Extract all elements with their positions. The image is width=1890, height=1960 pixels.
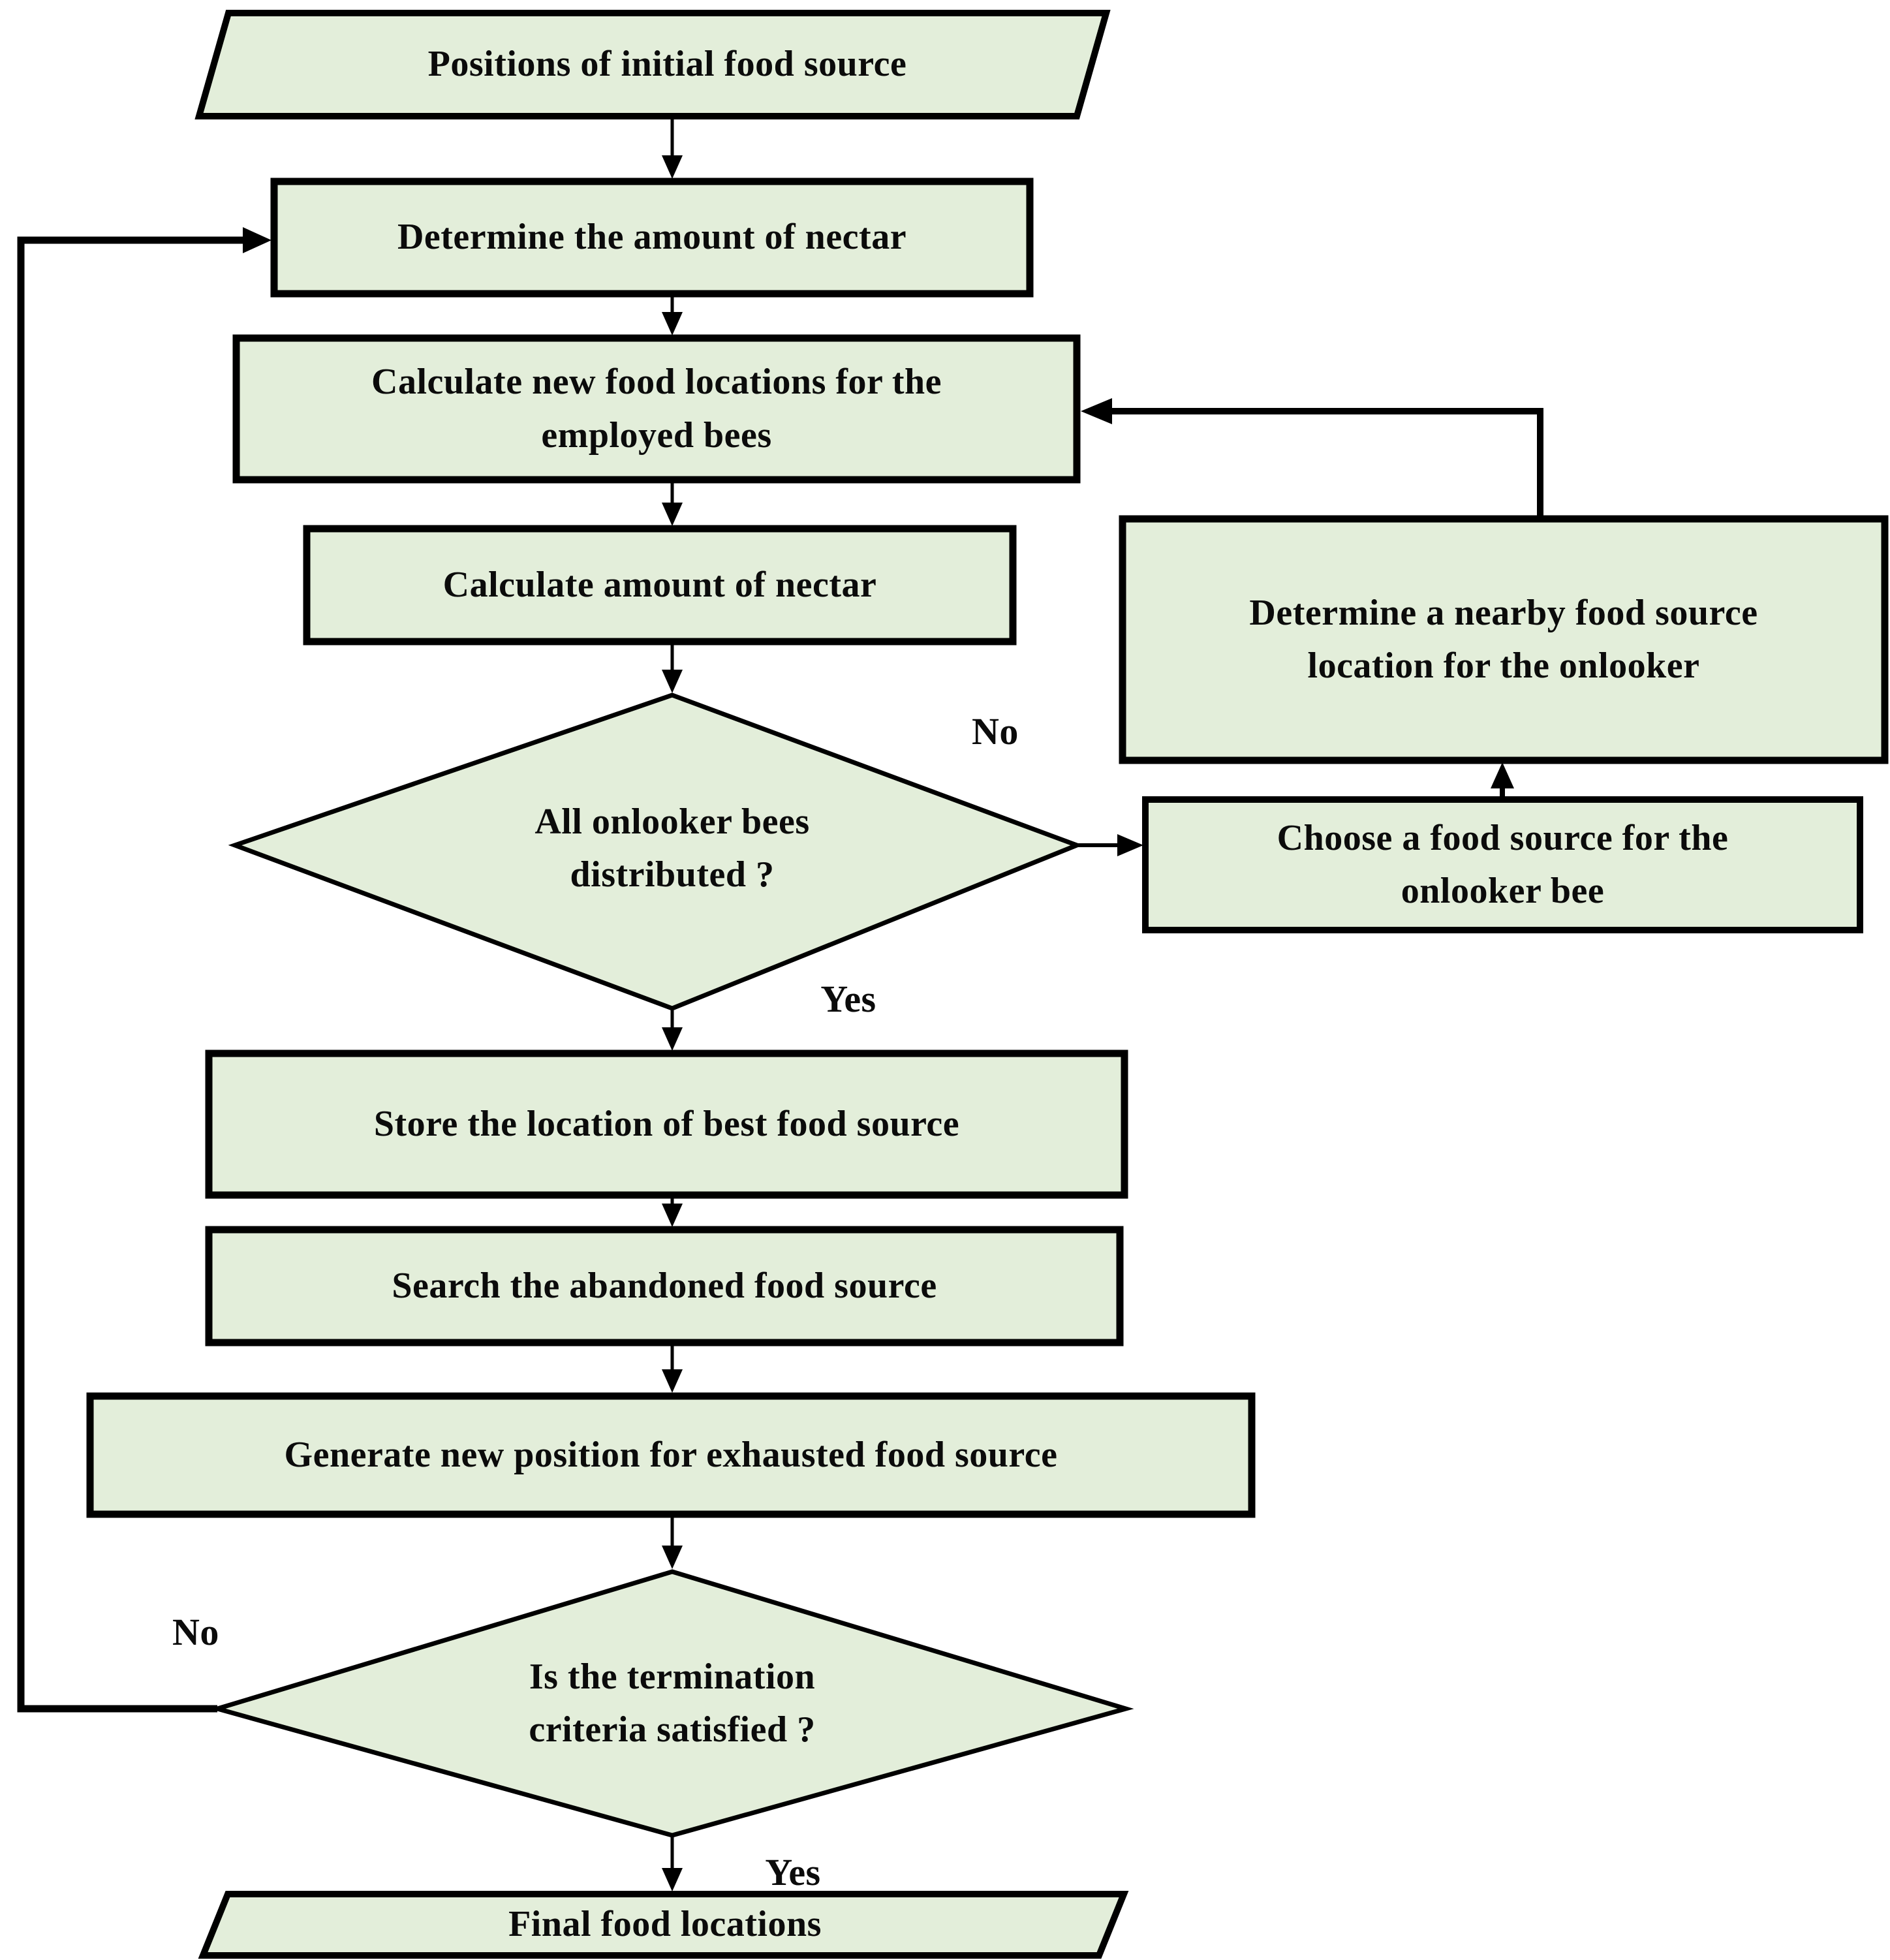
edge-nearby-to-calcnew-arrowhead bbox=[1081, 398, 1112, 424]
edge-generate-to-diamond2-arrowhead bbox=[662, 1546, 683, 1569]
choose-food-source-box bbox=[1142, 796, 1863, 933]
store-best-box bbox=[205, 1050, 1128, 1199]
edge-start-to-determine-arrowhead bbox=[662, 155, 683, 179]
edge-store-to-search-arrowhead bbox=[662, 1204, 683, 1227]
determine-nearby-box bbox=[1119, 515, 1889, 764]
edge-nearby-to-calcnew-line bbox=[1109, 408, 1543, 522]
edge-diamond2-to-determine-line bbox=[17, 236, 248, 1713]
edge-choose-to-nearby-arrowhead bbox=[1491, 762, 1514, 788]
edge-diamond2-to-determine-arrowhead bbox=[243, 227, 271, 253]
determine-nectar-box bbox=[270, 178, 1034, 298]
edge-calcnectar-to-diamond1-arrowhead bbox=[662, 670, 683, 693]
edge-determine-to-calcnew-arrowhead bbox=[662, 312, 683, 335]
generate-new-position-box bbox=[86, 1392, 1256, 1518]
edge-calcnew-to-calcnectar-arrowhead bbox=[662, 503, 683, 526]
calc-nectar-box bbox=[303, 525, 1017, 646]
calc-new-locations-box bbox=[232, 334, 1081, 484]
edge-diamond1-to-choose-arrowhead bbox=[1117, 834, 1143, 856]
start-parallelogram bbox=[194, 10, 1111, 119]
edge-search-to-generate-arrowhead bbox=[662, 1369, 683, 1393]
edge-diamond2-to-final-arrowhead bbox=[662, 1868, 683, 1891]
termination-decision-diamond bbox=[209, 1569, 1134, 1838]
edge-diamond1-to-store-arrowhead bbox=[662, 1027, 683, 1051]
search-abandoned-box bbox=[205, 1226, 1124, 1346]
final-parallelogram bbox=[198, 1891, 1129, 1959]
onlooker-decision-diamond bbox=[228, 692, 1083, 1011]
